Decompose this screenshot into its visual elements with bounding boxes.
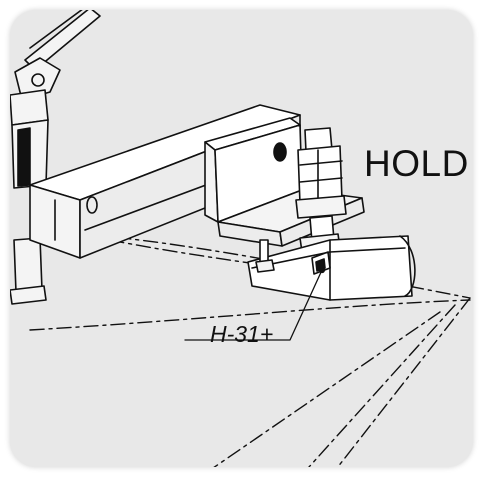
clamp-illustration — [10, 10, 471, 467]
left-screw — [10, 89, 49, 305]
hold-label: HOLD — [364, 143, 469, 184]
part-number-label: H-31+ — [210, 321, 274, 347]
clamp-pad — [247, 235, 416, 301]
diagram-panel: HOLD H-31+ — [10, 10, 473, 467]
part-leader — [184, 266, 326, 341]
adjusting-arm — [14, 10, 101, 101]
